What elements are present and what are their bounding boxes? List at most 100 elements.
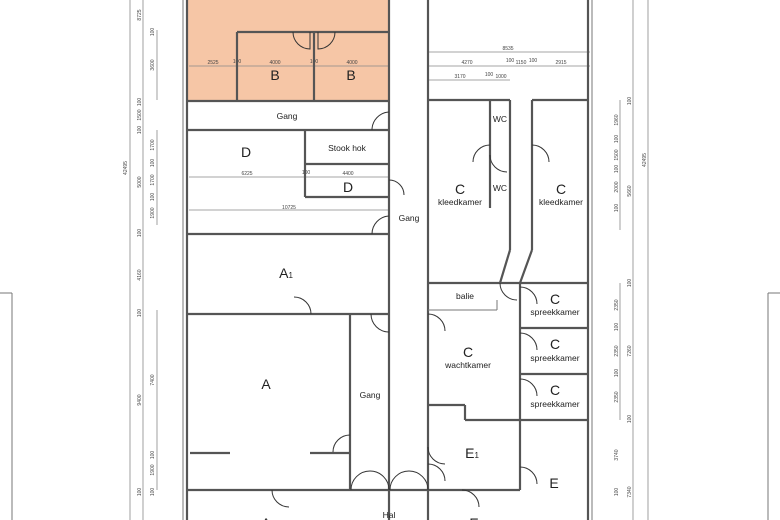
dim-label: 100 bbox=[614, 165, 620, 174]
dim-label: 9400 bbox=[137, 394, 143, 405]
dim-label: 100 bbox=[506, 58, 515, 64]
door-arc bbox=[427, 313, 446, 332]
dim-label: 100 bbox=[150, 159, 156, 168]
room-label-wc: WC bbox=[493, 114, 507, 124]
dim-label: 8725 bbox=[137, 9, 143, 20]
dim-label: 4000 bbox=[269, 60, 280, 66]
room-label-kleedkamer: kleedkamer bbox=[438, 197, 482, 207]
dim-label: 8535 bbox=[502, 46, 513, 52]
dim-label: 100 bbox=[137, 98, 143, 107]
room-label-c: C bbox=[463, 344, 473, 360]
dim-label: 6225 bbox=[241, 171, 252, 177]
room-label-c: C bbox=[550, 382, 560, 398]
room-label-gang: Gang bbox=[360, 390, 381, 400]
door-arc bbox=[293, 296, 312, 315]
dim-label: 100 bbox=[627, 97, 633, 106]
dim-label: 4400 bbox=[342, 171, 353, 177]
dim-label: 5000 bbox=[137, 176, 143, 187]
double-door bbox=[350, 470, 390, 491]
left-dimension-lines bbox=[129, 0, 158, 520]
room-label-e: E bbox=[469, 515, 478, 520]
room-label-gang: Gang bbox=[277, 111, 298, 121]
dim-label: 100 bbox=[137, 229, 143, 238]
dim-label: 5660 bbox=[627, 185, 633, 196]
dim-label: 1960 bbox=[614, 114, 620, 125]
dim-label: 100 bbox=[614, 369, 620, 378]
highlighted-room-b bbox=[187, 0, 389, 101]
dim-label: 7260 bbox=[627, 345, 633, 356]
dim-label: 100 bbox=[614, 323, 620, 332]
door-arc bbox=[332, 434, 351, 453]
room-label-a: A bbox=[261, 515, 271, 520]
dim-label: 1500 bbox=[614, 149, 620, 160]
dim-right-total: 42495 bbox=[642, 153, 648, 167]
dim-label: 1700 bbox=[150, 139, 156, 150]
dim-label: 100 bbox=[137, 488, 143, 497]
room-label-kleedkamer: kleedkamer bbox=[539, 197, 583, 207]
dim-label: 1900 bbox=[150, 464, 156, 475]
door-arc bbox=[519, 286, 538, 305]
dim-label: 7400 bbox=[150, 374, 156, 385]
dim-label: 100 bbox=[627, 415, 633, 424]
door-arc bbox=[472, 144, 491, 163]
room-label-stook-hok: Stook hok bbox=[328, 143, 367, 153]
dim-label: 2000 bbox=[614, 181, 620, 192]
room-label-c: C bbox=[556, 181, 566, 197]
room-label-a: A bbox=[261, 376, 271, 392]
door-arc bbox=[388, 179, 405, 196]
room-label-d: D bbox=[241, 144, 251, 160]
door-arc bbox=[519, 378, 538, 397]
dim-label: 4270 bbox=[461, 60, 472, 66]
room-label-wachtkamer: wachtkamer bbox=[444, 360, 491, 370]
dim-label: 3170 bbox=[454, 74, 465, 80]
top-left-dimensions bbox=[189, 65, 389, 211]
door-arc bbox=[427, 446, 446, 482]
dim-label: 100 bbox=[614, 488, 620, 497]
dim-label: 100 bbox=[150, 193, 156, 202]
door-arc bbox=[461, 489, 480, 508]
room-label-d: D bbox=[343, 179, 353, 195]
dim-label: 7340 bbox=[627, 486, 633, 497]
dim-label: 10725 bbox=[282, 205, 296, 211]
room-label-spreekkamer: spreekkamer bbox=[530, 399, 579, 409]
door-arc bbox=[371, 111, 390, 131]
dim-label: 100 bbox=[137, 309, 143, 318]
door-arc bbox=[531, 144, 550, 163]
room-label-e: E bbox=[549, 475, 558, 491]
door-arc bbox=[489, 154, 508, 173]
room-label-spreekkamer: spreekkamer bbox=[530, 353, 579, 363]
dim-left-total: 42495 bbox=[123, 161, 129, 175]
door-arc bbox=[499, 282, 518, 301]
door-arc bbox=[370, 313, 390, 333]
dim-label: 1900 bbox=[150, 207, 156, 218]
room-label-c: C bbox=[550, 336, 560, 352]
dim-label: 3740 bbox=[614, 449, 620, 460]
dim-label: 2350 bbox=[614, 345, 620, 356]
room-label-e1: E1 bbox=[465, 445, 479, 461]
top-right-dimensions bbox=[428, 51, 590, 81]
dim-label: 1150 bbox=[516, 60, 527, 66]
room-label-c: C bbox=[455, 181, 465, 197]
room-label-b: B bbox=[270, 67, 279, 83]
dim-label: 2350 bbox=[614, 299, 620, 310]
dim-label: 100 bbox=[485, 72, 494, 78]
right-dimension-lines bbox=[619, 0, 649, 520]
room-label-spreekkamer: spreekkamer bbox=[530, 307, 579, 317]
dim-label: 100 bbox=[627, 279, 633, 288]
dim-label: 4000 bbox=[346, 60, 357, 66]
door-arc bbox=[317, 31, 336, 50]
room-label-gang: Gang bbox=[399, 213, 420, 223]
dim-label: 100 bbox=[150, 488, 156, 497]
room-label-hal: Hal bbox=[383, 510, 396, 520]
dim-label: 100 bbox=[529, 58, 538, 64]
dim-label: 100 bbox=[614, 204, 620, 213]
walls bbox=[182, 0, 593, 520]
dim-label: 100 bbox=[614, 135, 620, 144]
door-arc bbox=[371, 215, 390, 235]
dim-label: 1700 bbox=[150, 174, 156, 185]
door-arc bbox=[519, 332, 538, 351]
room-label-a1: A1 bbox=[279, 265, 293, 281]
dim-label: 4160 bbox=[137, 269, 143, 280]
dim-label: 2350 bbox=[614, 391, 620, 402]
